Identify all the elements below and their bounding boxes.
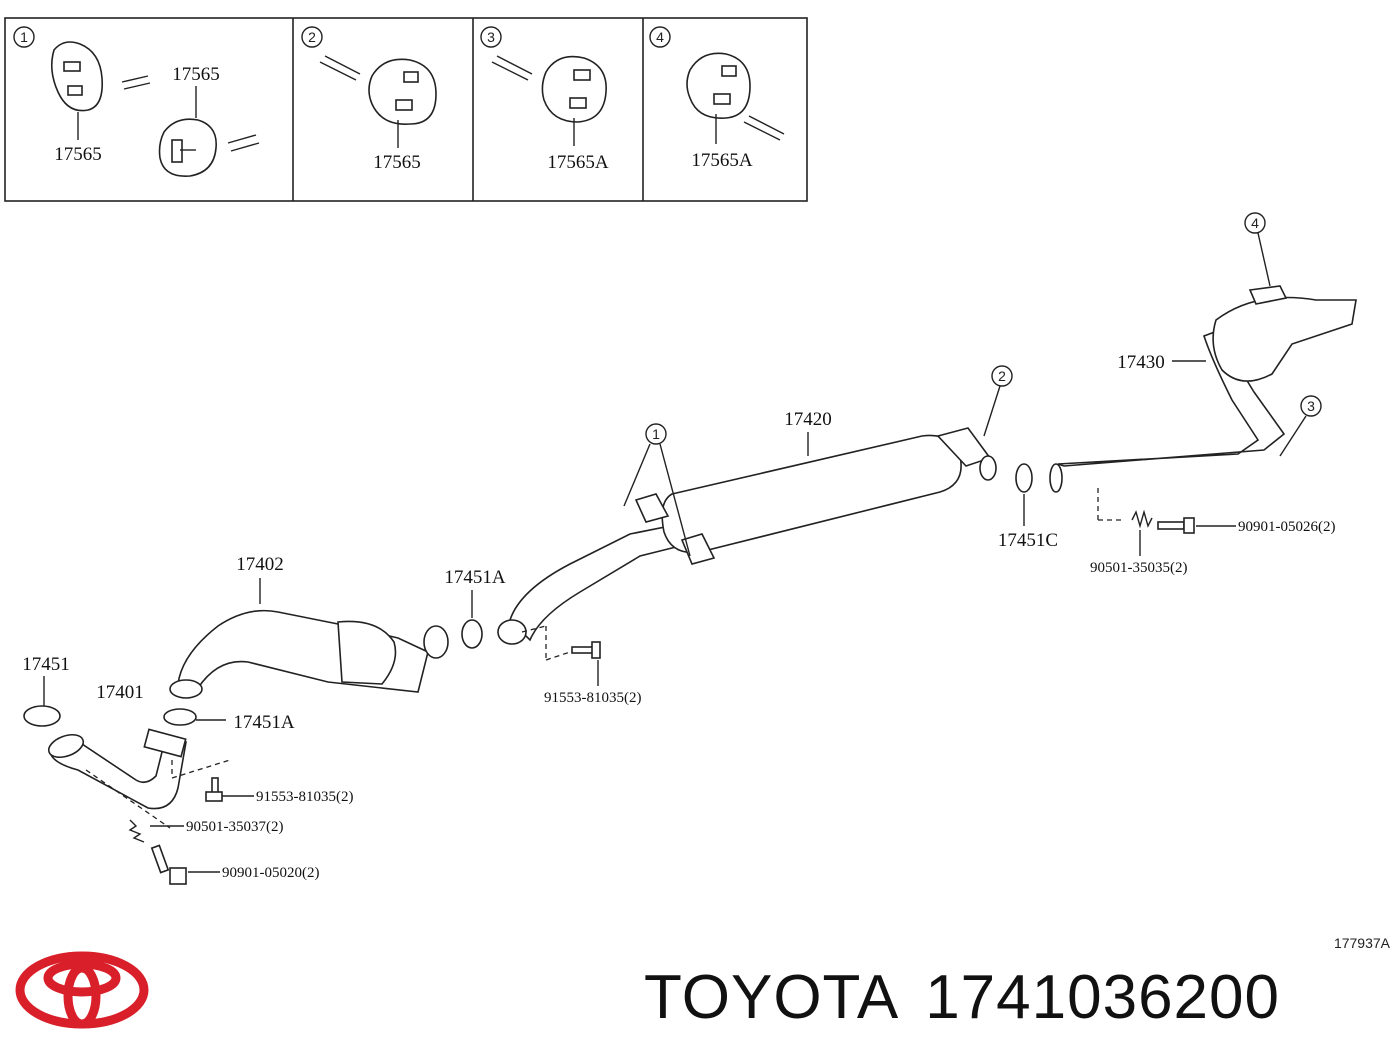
inset-2-number: 2: [308, 29, 316, 45]
inset-1: 1 17565 17565: [13, 26, 260, 177]
part-number: 1741036200: [925, 963, 1281, 1032]
inset-1-number: 1: [20, 29, 28, 45]
brand-title: TOYOTA 1741036200: [644, 962, 1306, 1033]
brand-name: TOYOTA: [644, 963, 900, 1032]
label-17430: 17430: [1117, 352, 1165, 373]
spring-icon: [128, 819, 145, 843]
inset-4-number: 4: [656, 29, 664, 45]
callout-2: 2: [983, 365, 1013, 437]
label-90901-05020: 90901-05020(2): [222, 865, 320, 881]
diagram-reference: 177937A: [1334, 935, 1391, 951]
svg-text:1: 1: [652, 426, 660, 442]
callout-1: 1: [623, 423, 691, 557]
label-17401: 17401: [96, 682, 144, 703]
bolt-icon: [1157, 517, 1195, 534]
label-17402: 17402: [236, 554, 284, 575]
gasket-17451C: [1015, 463, 1033, 493]
inset-1-label-b: 17565: [172, 64, 220, 85]
inset-3-number: 3: [487, 29, 495, 45]
rubber-hanger-icon: [50, 41, 104, 140]
inset-1-label-a: 17565: [54, 144, 102, 165]
front-pipe-17401: [47, 728, 231, 829]
spring-icon: [1131, 509, 1153, 529]
label-90901-05026: 90901-05026(2): [1238, 519, 1336, 535]
label-17451A-lower: 17451A: [233, 712, 295, 733]
label-17451: 17451: [22, 654, 70, 675]
gasket-17451A-lower: [163, 708, 197, 726]
gasket-17451A-upper: [461, 619, 483, 649]
inset-4: 4 17565A: [649, 26, 785, 171]
inset-3: 3 17565A: [480, 26, 609, 173]
inset-4-label: 17565A: [691, 150, 753, 171]
center-muffler-17420: [497, 427, 997, 661]
callout-4: 4: [1244, 212, 1271, 287]
inset-3-label: 17565A: [547, 152, 609, 173]
svg-text:4: 4: [1251, 215, 1259, 231]
label-17451A-upper: 17451A: [444, 567, 506, 588]
label-17420: 17420: [784, 409, 832, 430]
rubber-hanger-icon: [158, 118, 217, 177]
bolt-icon: [150, 844, 187, 885]
svg-text:3: 3: [1307, 398, 1315, 414]
inset-2-label: 17565: [373, 152, 421, 173]
rubber-hanger-icon: [368, 58, 437, 125]
converter-pipe-17402: [169, 578, 449, 699]
tail-pipe-17430: [1049, 285, 1357, 521]
rubber-hanger-icon: [541, 55, 607, 123]
bolt-icon: [571, 641, 601, 659]
bolt-icon: [205, 777, 223, 802]
label-17451C: 17451C: [998, 530, 1058, 551]
toyota-logo: [15, 951, 149, 1029]
svg-text:2: 2: [998, 368, 1006, 384]
label-91553-81035-front: 91553-81035(2): [256, 789, 354, 805]
label-90501-35035: 90501-35035(2): [1090, 560, 1188, 576]
hanger-inset-panel: 1 17565 17565 2: [4, 17, 808, 202]
gasket-17451: [23, 705, 61, 727]
rubber-hanger-icon: [686, 52, 751, 119]
label-90501-35037: 90501-35037(2): [186, 819, 284, 835]
inset-2: 2 17565: [301, 26, 437, 173]
label-91553-81035-center: 91553-81035(2): [544, 690, 642, 706]
callout-3: 3: [1279, 395, 1322, 457]
